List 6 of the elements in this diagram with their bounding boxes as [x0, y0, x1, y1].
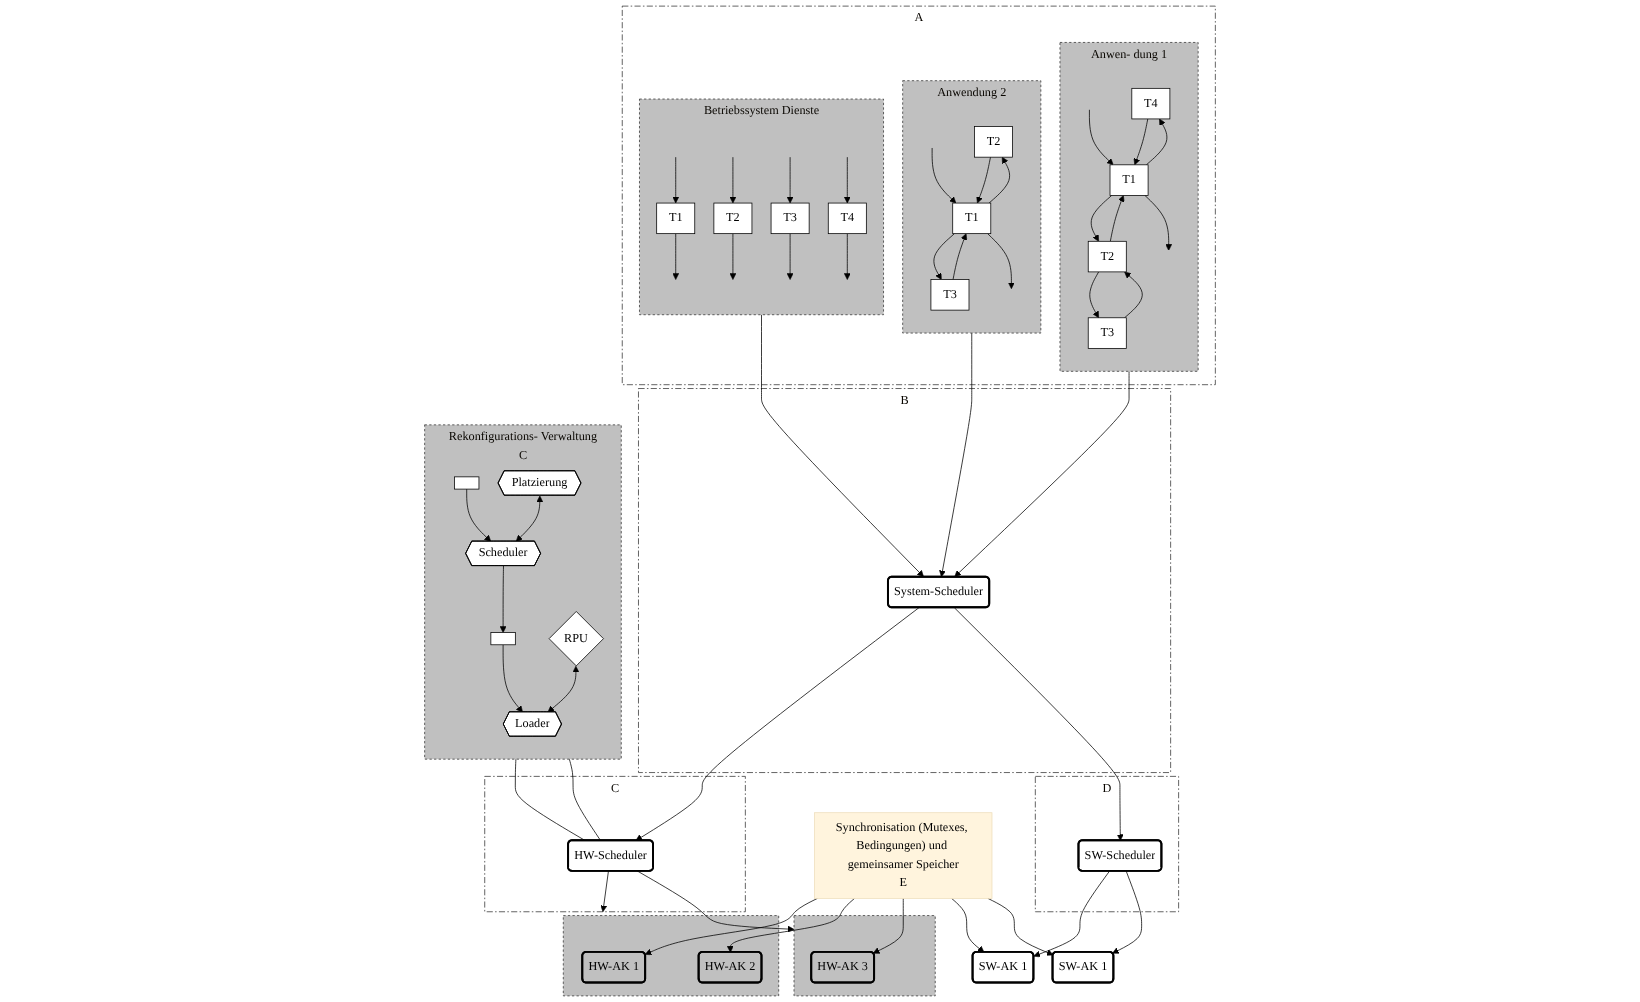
- queue-box: [490, 632, 516, 646]
- arrow: [547, 665, 580, 713]
- connector-line: [569, 758, 601, 841]
- connector-line: [514, 758, 585, 841]
- arrow: [515, 495, 544, 542]
- queue-box: [454, 476, 480, 490]
